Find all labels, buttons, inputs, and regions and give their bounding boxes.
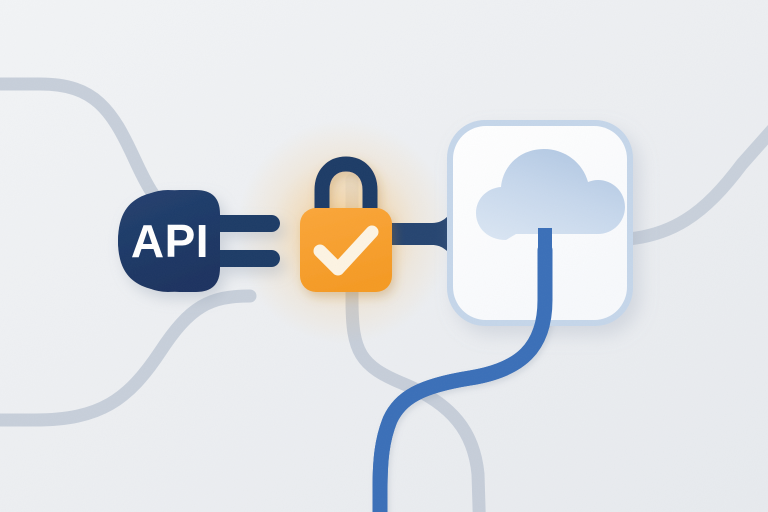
api-cloud-illustration: API	[0, 0, 768, 512]
grain-overlay	[0, 0, 768, 512]
scene-canvas: API	[0, 0, 768, 512]
